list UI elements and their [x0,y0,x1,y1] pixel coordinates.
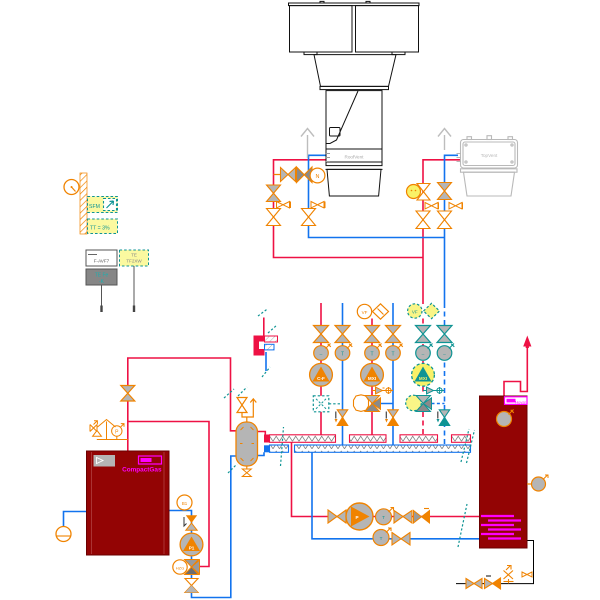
svg-text:MXI: MXI [368,376,376,381]
svg-text:T: T [370,351,373,357]
svg-text:T: T [382,515,385,520]
svg-text:VF: VF [362,310,368,315]
svg-text:MXI: MXI [419,376,427,381]
svg-text:T: T [380,536,383,541]
svg-text:Hoval: Hoval [515,400,525,405]
svg-text:TT = 3%: TT = 3% [90,226,110,232]
svg-text:TF2XW: TF2XW [126,259,142,264]
svg-text:P: P [355,515,358,520]
svg-text:-K: -K [99,279,105,285]
svg-text:T: T [341,351,344,357]
svg-text:C-F: C-F [317,376,325,381]
svg-text:N: N [316,174,320,180]
svg-text:TopVent: TopVent [481,153,498,158]
svg-text:VF: VF [412,309,418,314]
svg-text:–: – [422,352,425,357]
svg-text:HZG: HZG [176,565,184,570]
svg-text:B1: B1 [182,501,188,506]
svg-text:RoofVent: RoofVent [345,154,365,159]
svg-text:–: – [443,352,446,357]
svg-text:T: T [391,351,394,357]
svg-text:F-AVF7: F-AVF7 [94,259,110,264]
svg-text:P1: P1 [189,546,195,551]
svg-text:–: – [320,352,323,357]
svg-text:TE Fe: TE Fe [95,273,109,279]
svg-text:P: P [115,429,119,435]
svg-text:TE: TE [131,253,137,258]
svg-text:SFM: SFM [89,204,100,210]
svg-text:CompactGas: CompactGas [122,467,162,474]
